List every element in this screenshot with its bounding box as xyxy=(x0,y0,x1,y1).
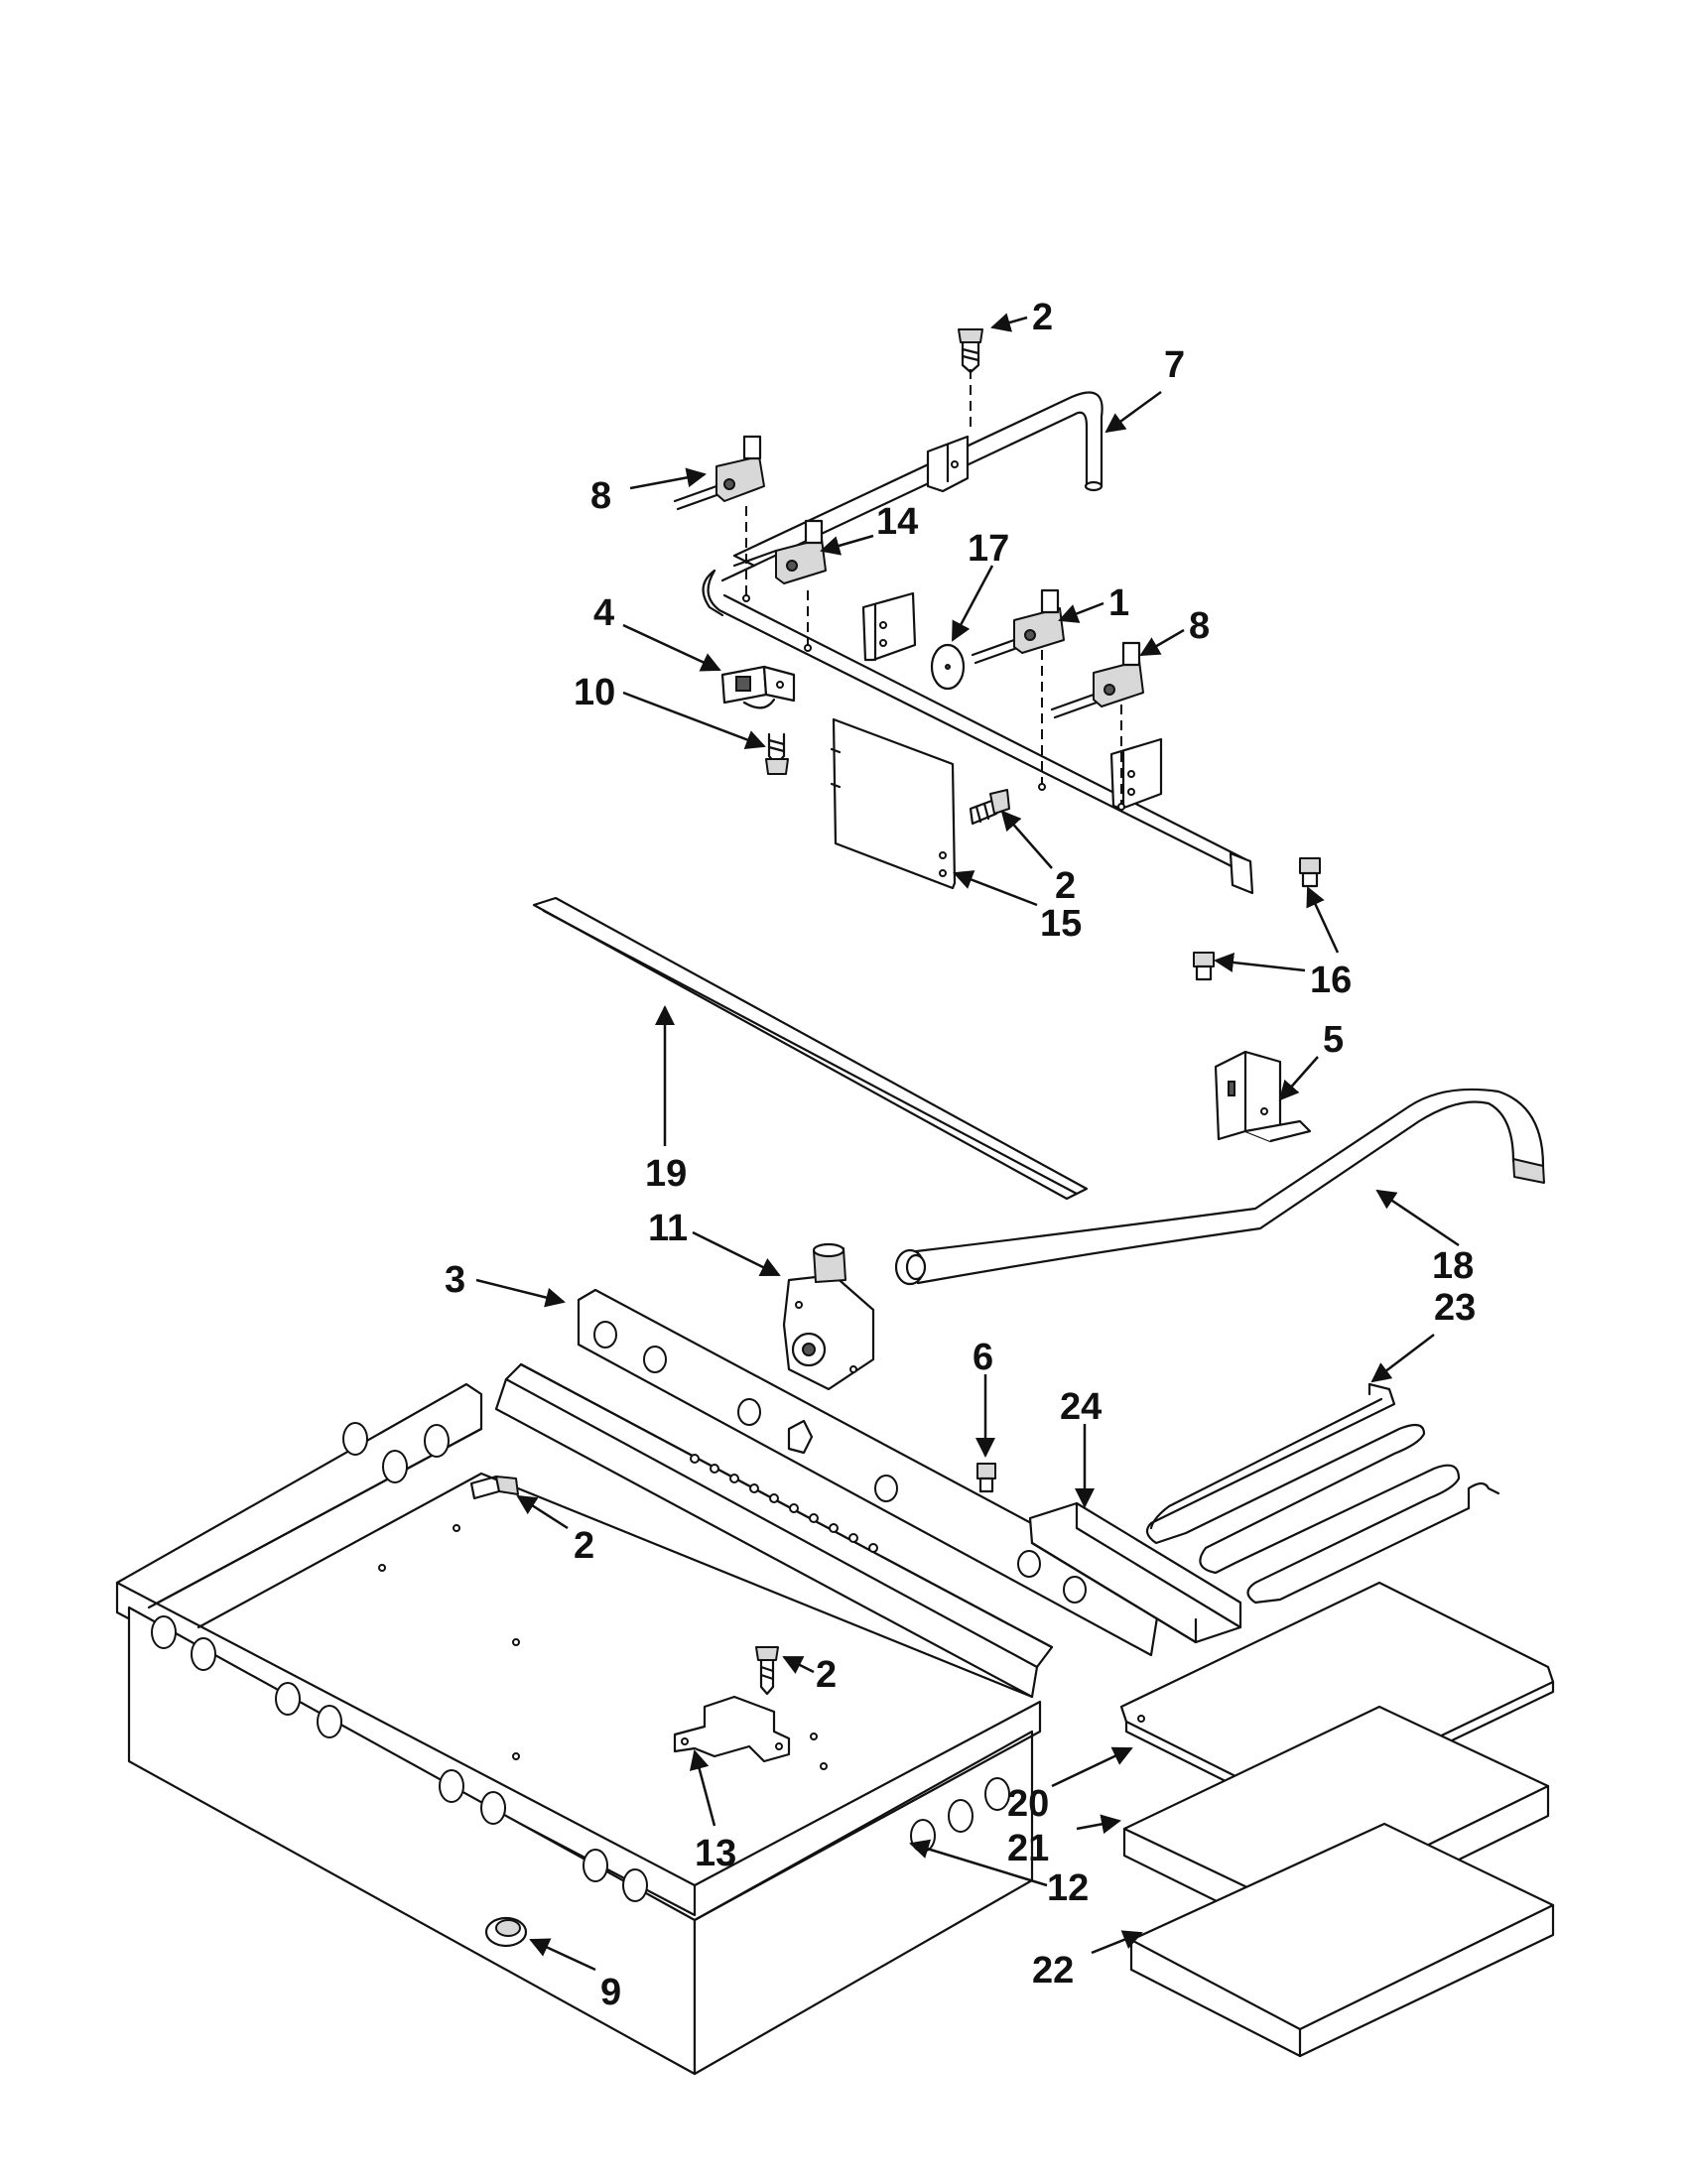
callout-1: 1 xyxy=(1108,582,1129,624)
nut-icon xyxy=(976,1463,996,1493)
base-pan xyxy=(115,1382,1042,2076)
burner-valve-14 xyxy=(732,519,827,584)
callout-17: 17 xyxy=(968,528,1009,570)
burner-plate xyxy=(577,1288,1163,1657)
callout-11: 11 xyxy=(648,1208,688,1249)
heating-element xyxy=(1145,1382,1500,1605)
callout-9: 9 xyxy=(600,1972,621,2013)
callout-10: 10 xyxy=(574,672,615,713)
callout-3: 3 xyxy=(445,1259,465,1301)
cover-panel xyxy=(830,717,957,890)
callout-2: 2 xyxy=(574,1525,594,1567)
nut-icon xyxy=(1193,857,1321,981)
leader-arrows xyxy=(475,313,1460,1972)
callout-2: 2 xyxy=(1032,297,1053,338)
callout-labels: 2 7 8 14 17 1 8 4 10 2 15 16 5 19 11 18 … xyxy=(445,297,1476,2013)
support-bracket xyxy=(673,1695,791,1763)
callout-4: 4 xyxy=(593,592,614,634)
top-mounting-bracket xyxy=(926,435,970,493)
callout-2: 2 xyxy=(1055,865,1076,907)
callout-13: 13 xyxy=(695,1833,736,1874)
alignment-lines xyxy=(742,369,1125,811)
callout-22: 22 xyxy=(1032,1950,1074,1991)
burner-channel xyxy=(494,1362,1054,1699)
plug-icon xyxy=(484,1916,528,1948)
callout-14: 14 xyxy=(876,501,918,543)
burner-valve-1 xyxy=(971,588,1065,665)
callout-24: 24 xyxy=(1060,1386,1102,1428)
callout-23: 23 xyxy=(1434,1287,1476,1329)
callout-8: 8 xyxy=(1189,605,1210,647)
callout-2: 2 xyxy=(816,1654,837,1696)
callout-21: 21 xyxy=(1007,1828,1049,1869)
callout-18: 18 xyxy=(1432,1245,1474,1287)
gas-supply-tube xyxy=(894,1088,1545,1286)
screw-icon xyxy=(958,328,983,374)
burner-valve-8-left xyxy=(673,435,765,511)
orifice-disk xyxy=(930,643,966,691)
callout-20: 20 xyxy=(1007,1783,1049,1825)
spring-clip xyxy=(720,665,796,709)
callout-16: 16 xyxy=(1310,960,1352,1001)
callout-7: 7 xyxy=(1164,344,1185,386)
callout-15: 15 xyxy=(1040,903,1082,945)
callout-19: 19 xyxy=(645,1153,687,1195)
mounting-bracket xyxy=(1214,1050,1312,1143)
screw-icon xyxy=(765,732,789,775)
screw-icon xyxy=(469,1475,519,1500)
screw-icon xyxy=(755,1646,779,1696)
griddle-plate-22 xyxy=(1129,1822,1555,2058)
callout-5: 5 xyxy=(1323,1019,1344,1061)
callout-12: 12 xyxy=(1047,1867,1089,1909)
gas-manifold-tube xyxy=(702,391,1254,895)
support-rail xyxy=(532,896,1089,1201)
valve-bracket-left xyxy=(861,591,917,662)
burner-valve-8-right xyxy=(1050,641,1144,719)
screw-icon xyxy=(969,789,1010,826)
callout-8: 8 xyxy=(590,475,611,517)
callout-6: 6 xyxy=(973,1337,993,1378)
gas-regulator xyxy=(782,1242,875,1391)
valve-bracket-right xyxy=(1109,737,1163,811)
